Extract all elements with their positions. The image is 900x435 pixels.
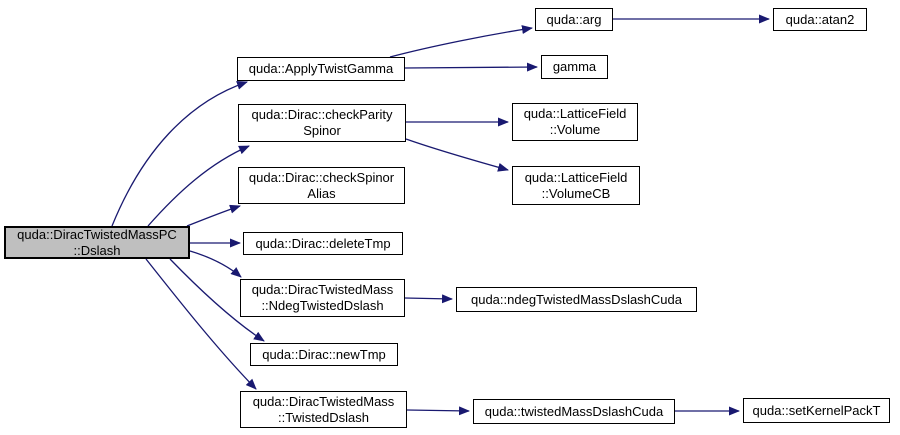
edge-twisteddslash-to-twistedcuda [406, 406, 470, 416]
node-delete-tmp[interactable]: quda::Dirac::deleteTmp [243, 232, 403, 255]
node-atan2[interactable]: quda::atan2 [773, 8, 867, 31]
node-label: quda::ApplyTwistGamma [248, 61, 394, 77]
node-label: Spinor [303, 123, 341, 138]
node-label: quda::Dirac::deleteTmp [255, 235, 391, 251]
edge-dslash-to-twisteddslash [145, 258, 257, 390]
edge-applytwistgamma-to-arg [389, 25, 533, 58]
node-label: Alias [307, 185, 336, 201]
node-lattice-field-volume[interactable]: quda::LatticeField ::Volume [512, 103, 638, 141]
node-check-spinor-alias[interactable]: quda::Dirac::checkSpinor Alias [238, 167, 405, 204]
edge-dslash-to-ndegtwisteddslash [189, 250, 242, 278]
node-apply-twist-gamma[interactable]: quda::ApplyTwistGamma [237, 57, 405, 81]
node-label: ::NdegTwistedDslash [261, 298, 384, 313]
node-label: quda::arg [546, 11, 602, 27]
edge-applytwistgamma-to-gamma [404, 62, 538, 72]
node-check-parity-spinor[interactable]: quda::Dirac::checkParity Spinor [238, 104, 406, 142]
node-label: quda::DiracTwistedMassPC [17, 226, 177, 242]
edge-dslash-to-newtmp [169, 258, 265, 342]
edge-dslash-to-applytwistgamma [111, 80, 248, 227]
node-label: ::TwistedDslash [277, 409, 370, 425]
node-lattice-field-volume-cb[interactable]: quda::LatticeField ::VolumeCB [512, 166, 640, 205]
edge-dslash-to-checkspinoralias [186, 204, 241, 227]
node-label: quda::atan2 [785, 11, 855, 27]
node-new-tmp[interactable]: quda::Dirac::newTmp [250, 343, 398, 366]
edge-checkparityspinor-to-volumecb [405, 138, 509, 172]
node-label: ::VolumeCB [541, 185, 611, 201]
node-ndeg-twisted-mass-dslash-cuda[interactable]: quda::ndegTwistedMassDslashCuda [456, 287, 697, 312]
node-label: gamma [552, 59, 597, 75]
node-dslash: quda::DiracTwistedMassPC ::Dslash [4, 226, 190, 259]
node-label: quda::setKernelPackT [752, 402, 881, 418]
node-label: quda::DiracTwistedMass [252, 393, 395, 409]
node-label: quda::Dirac::newTmp [262, 346, 386, 362]
node-twisted-mass-dslash-cuda[interactable]: quda::twistedMassDslashCuda [473, 399, 675, 424]
node-label: quda::twistedMassDslashCuda [484, 403, 664, 419]
edge-dslash-to-checkparityspinor [147, 145, 250, 227]
node-label: ::Volume [549, 122, 601, 137]
node-label: quda::DiracTwistedMass [251, 282, 394, 298]
node-label: quda::LatticeField [523, 106, 627, 122]
node-arg[interactable]: quda::arg [535, 8, 613, 31]
node-label: quda::Dirac::checkSpinor [248, 169, 395, 185]
node-label: quda::ndegTwistedMassDslashCuda [470, 291, 682, 307]
node-twisted-dslash[interactable]: quda::DiracTwistedMass ::TwistedDslash [240, 391, 407, 428]
node-gamma[interactable]: gamma [541, 55, 608, 79]
node-label: quda::LatticeField [524, 169, 628, 185]
node-set-kernel-pack-t[interactable]: quda::setKernelPackT [743, 398, 890, 423]
node-label: quda::Dirac::checkParity [251, 107, 393, 123]
edge-ndegtwisteddslash-to-ndegcuda [404, 294, 453, 304]
node-label: ::Dslash [73, 242, 121, 258]
node-ndeg-twisted-dslash[interactable]: quda::DiracTwistedMass ::NdegTwistedDsla… [240, 279, 405, 317]
